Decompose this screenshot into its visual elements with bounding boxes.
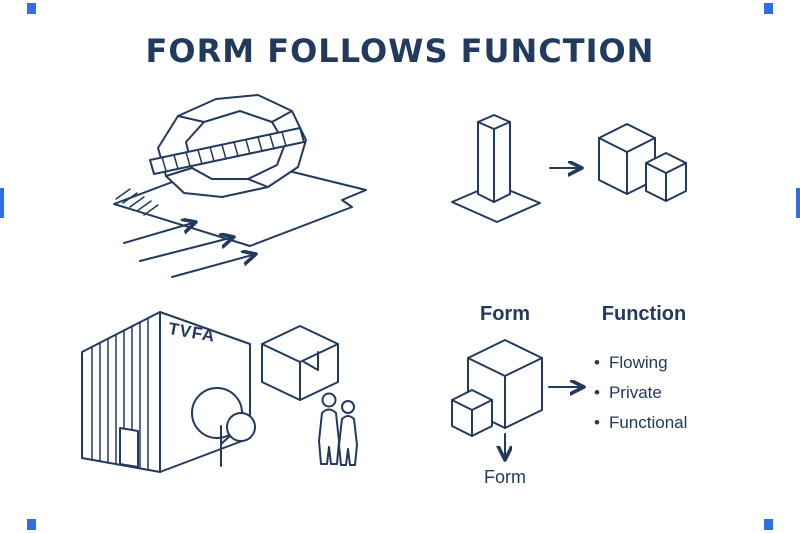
bullet-dot: • <box>594 383 600 402</box>
list-item: • Functional <box>594 408 687 438</box>
edge-mark-left <box>0 188 4 218</box>
ribbon-hatching <box>161 131 287 172</box>
edge-mark-top-right <box>764 3 773 14</box>
flow-arrow <box>171 254 256 278</box>
tree-canopy-small <box>226 412 256 442</box>
function-bullet-list: • Flowing • Private • Functional <box>594 348 687 438</box>
small-cube <box>645 152 687 202</box>
person-figure <box>318 392 340 465</box>
function-heading: Function <box>601 303 687 325</box>
edge-mark-top-left <box>27 3 36 14</box>
list-item: • Private <box>594 378 687 408</box>
bullet-text: Flowing <box>608 353 668 372</box>
large-cube <box>598 123 656 195</box>
person-figure <box>338 400 358 466</box>
form-heading: Form <box>480 303 530 325</box>
tree <box>191 387 256 467</box>
form-function-cube-drawing <box>451 339 584 460</box>
flow-arrow <box>123 222 196 244</box>
bullet-dot: • <box>594 353 600 372</box>
sketch-cube <box>261 325 339 401</box>
monolith-block <box>477 114 511 203</box>
building-scene-drawing <box>81 311 358 473</box>
form-cube-small <box>451 389 493 437</box>
form-bottom-label: Form <box>484 467 526 487</box>
edge-mark-right <box>796 188 800 218</box>
people <box>318 392 358 466</box>
bullet-dot: • <box>594 413 600 432</box>
plate-hatching <box>115 188 159 216</box>
massing-transformation-drawing <box>451 114 687 223</box>
page-title: FORM FOLLOWS FUNCTION <box>145 32 655 70</box>
list-item: • Flowing <box>594 348 687 378</box>
concept-sketch-drawing <box>113 94 367 278</box>
swirl-fold-lines <box>165 110 293 188</box>
edge-mark-bottom-left <box>27 519 36 530</box>
flow-arrows <box>123 222 256 278</box>
tree-trunk <box>220 425 231 467</box>
flow-arrow <box>139 237 234 262</box>
edge-mark-bottom-right <box>764 519 773 530</box>
bullet-text: Functional <box>608 413 688 432</box>
bullet-text: Private <box>608 383 662 402</box>
door <box>119 427 139 468</box>
